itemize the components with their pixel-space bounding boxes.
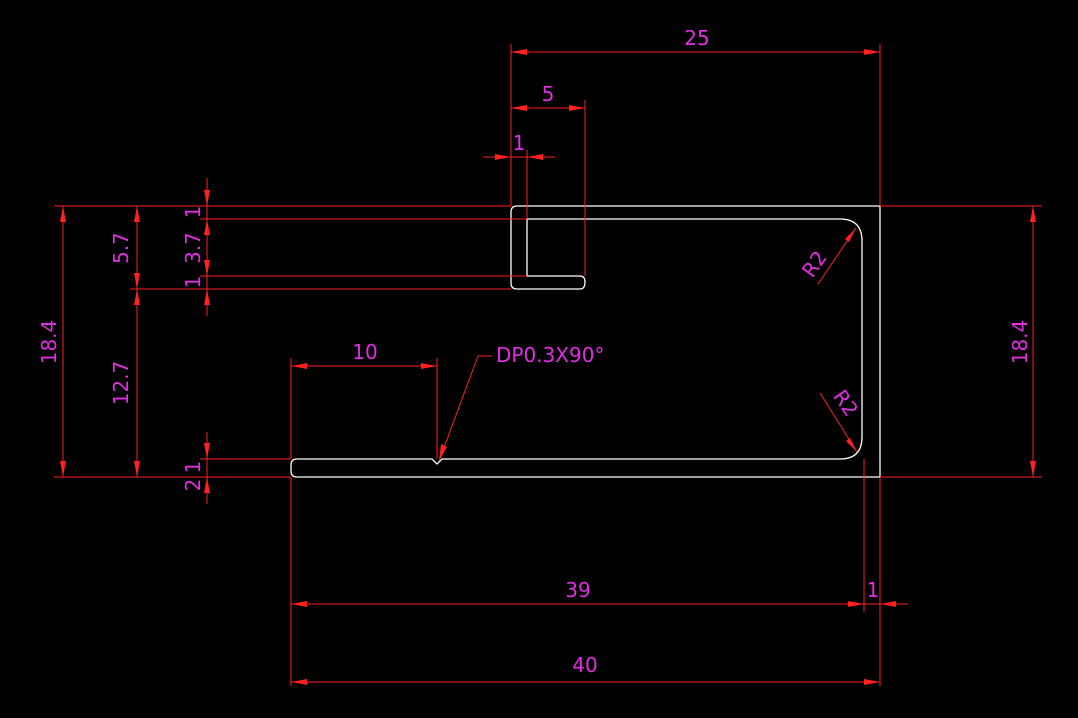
dim-text-39: 39 — [565, 578, 590, 602]
dim-text-top-1: 1 — [513, 131, 526, 155]
dim-text-3-7: 3.7 — [181, 232, 205, 264]
note-leader — [438, 355, 492, 462]
dim-text-right-18-4: 18.4 — [1008, 320, 1032, 365]
dim-text-left-1-top: 1 — [181, 206, 205, 219]
dim-left-small-stack — [204, 178, 210, 316]
note-text: DP0.3X90° — [496, 343, 604, 367]
dim-text-10: 10 — [352, 340, 377, 364]
dim-text-5: 5 — [542, 82, 555, 106]
dim-mid-10 — [290, 358, 438, 459]
dim-text-12-7: 12.7 — [109, 361, 133, 406]
dim-left-bottom-stack — [204, 432, 210, 504]
dim-top-1 — [483, 150, 555, 219]
dim-text-25: 25 — [684, 26, 709, 50]
dim-bottom-40 — [291, 679, 880, 685]
dim-bottom-39 — [290, 459, 908, 686]
radius-leader-bottom — [819, 392, 858, 453]
dim-left-18-4 — [60, 206, 66, 477]
dim-text-left-18-4: 18.4 — [37, 320, 61, 365]
dim-text-left-1-mid: 1 — [181, 276, 205, 289]
dim-text-left-1-bottom: 1 — [181, 461, 205, 474]
dim-left-5-7-12-7 — [134, 206, 140, 477]
dim-top-25 — [510, 44, 881, 206]
radius-leader-top — [817, 227, 857, 285]
dim-right-18-4 — [880, 205, 1042, 478]
dim-text-5-7: 5.7 — [109, 232, 133, 264]
dim-text-40: 40 — [572, 653, 597, 677]
profile-outline — [290, 205, 881, 478]
dim-text-bottom-1: 1 — [867, 578, 880, 602]
dim-top-5 — [511, 100, 586, 276]
left-extension-lines — [54, 205, 527, 478]
radius-text-top: R2 — [797, 246, 832, 282]
dim-text-left-2: 2 — [181, 479, 205, 492]
